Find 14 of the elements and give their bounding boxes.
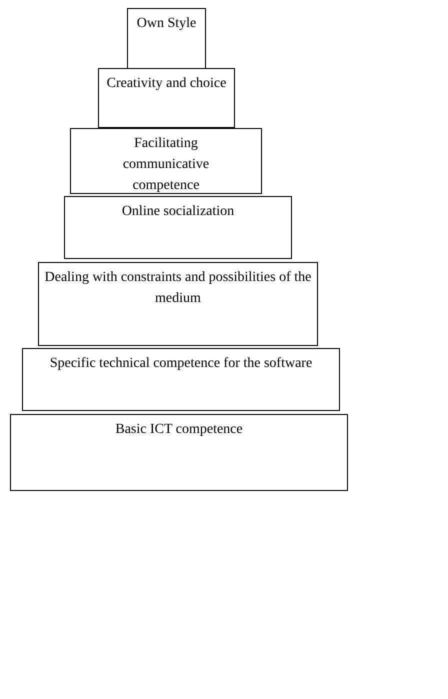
tier-label: Dealing with constraints and possibilities of the medium [44,269,312,308]
tier-label: Own Style [136,15,196,33]
tier-box [127,8,206,69]
tier-box [98,68,235,128]
tier-label: Specific technical competence for the software [50,355,312,373]
tier-box [22,348,340,411]
tier-box [10,414,348,491]
tier-box [70,128,262,194]
tier-label: Basic ICT competence [115,421,243,439]
tier-label: Online socialization [122,203,234,221]
tier-label: Facilitating communicative competence [122,135,210,195]
tier-box [64,196,292,259]
tier-box [38,262,318,346]
tier-label: Creativity and choice [106,75,226,93]
